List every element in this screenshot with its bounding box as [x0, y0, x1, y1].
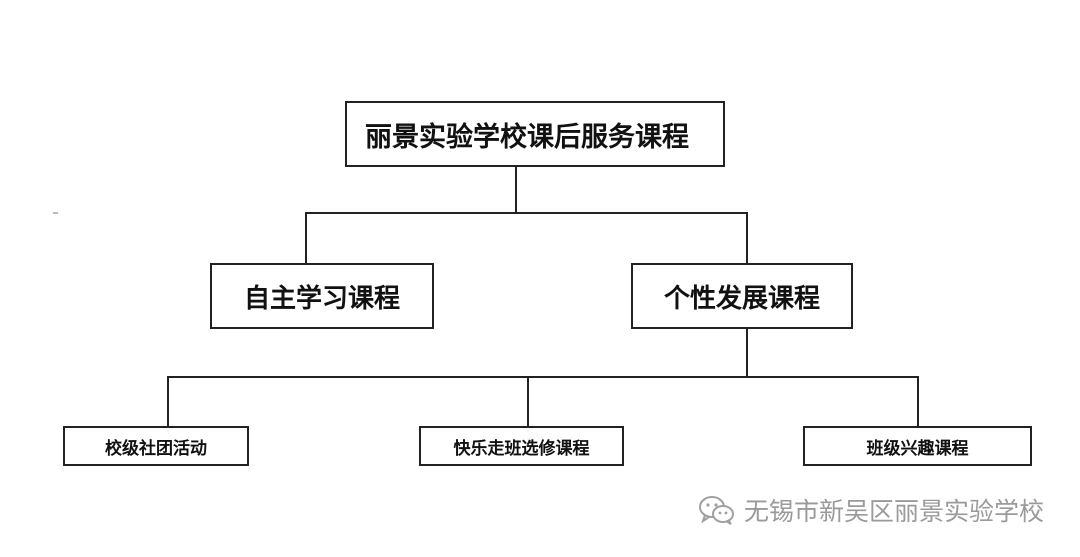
leaf-node-school-clubs: 校级社团活动	[63, 426, 249, 466]
connector-leaves-horizontal	[167, 376, 919, 378]
root-node-label: 丽景实验学校课后服务课程	[365, 121, 689, 153]
watermark-text: 无锡市新吴区丽景实验学校	[743, 497, 1044, 526]
branch-node-label: 个性发展课程	[663, 283, 820, 314]
connector-root-down	[515, 167, 517, 214]
branch-node-personal-development: 个性发展课程	[631, 263, 853, 329]
leaf-node-elective-courses: 快乐走班选修课程	[419, 426, 624, 466]
connector-branch-b-down	[746, 329, 748, 378]
root-node: 丽景实验学校课后服务课程	[345, 101, 725, 167]
wechat-icon	[698, 494, 736, 526]
stray-mark	[53, 212, 58, 214]
connector-branch-a-up	[305, 212, 307, 263]
branch-node-label: 自主学习课程	[243, 283, 400, 314]
watermark: 无锡市新吴区丽景实验学校	[698, 492, 1044, 528]
connector-leaf-2-up	[527, 376, 529, 426]
branch-node-self-study: 自主学习课程	[210, 263, 434, 329]
connector-root-horizontal	[305, 212, 748, 214]
leaf-node-label: 班级兴趣课程	[866, 438, 969, 459]
connector-leaf-1-up	[167, 376, 169, 426]
leaf-node-class-interest: 班级兴趣课程	[803, 426, 1032, 466]
leaf-node-label: 校级社团活动	[105, 438, 207, 459]
connector-leaf-3-up	[917, 376, 919, 426]
connector-branch-b-up	[746, 212, 748, 263]
leaf-node-label: 快乐走班选修课程	[453, 438, 590, 459]
